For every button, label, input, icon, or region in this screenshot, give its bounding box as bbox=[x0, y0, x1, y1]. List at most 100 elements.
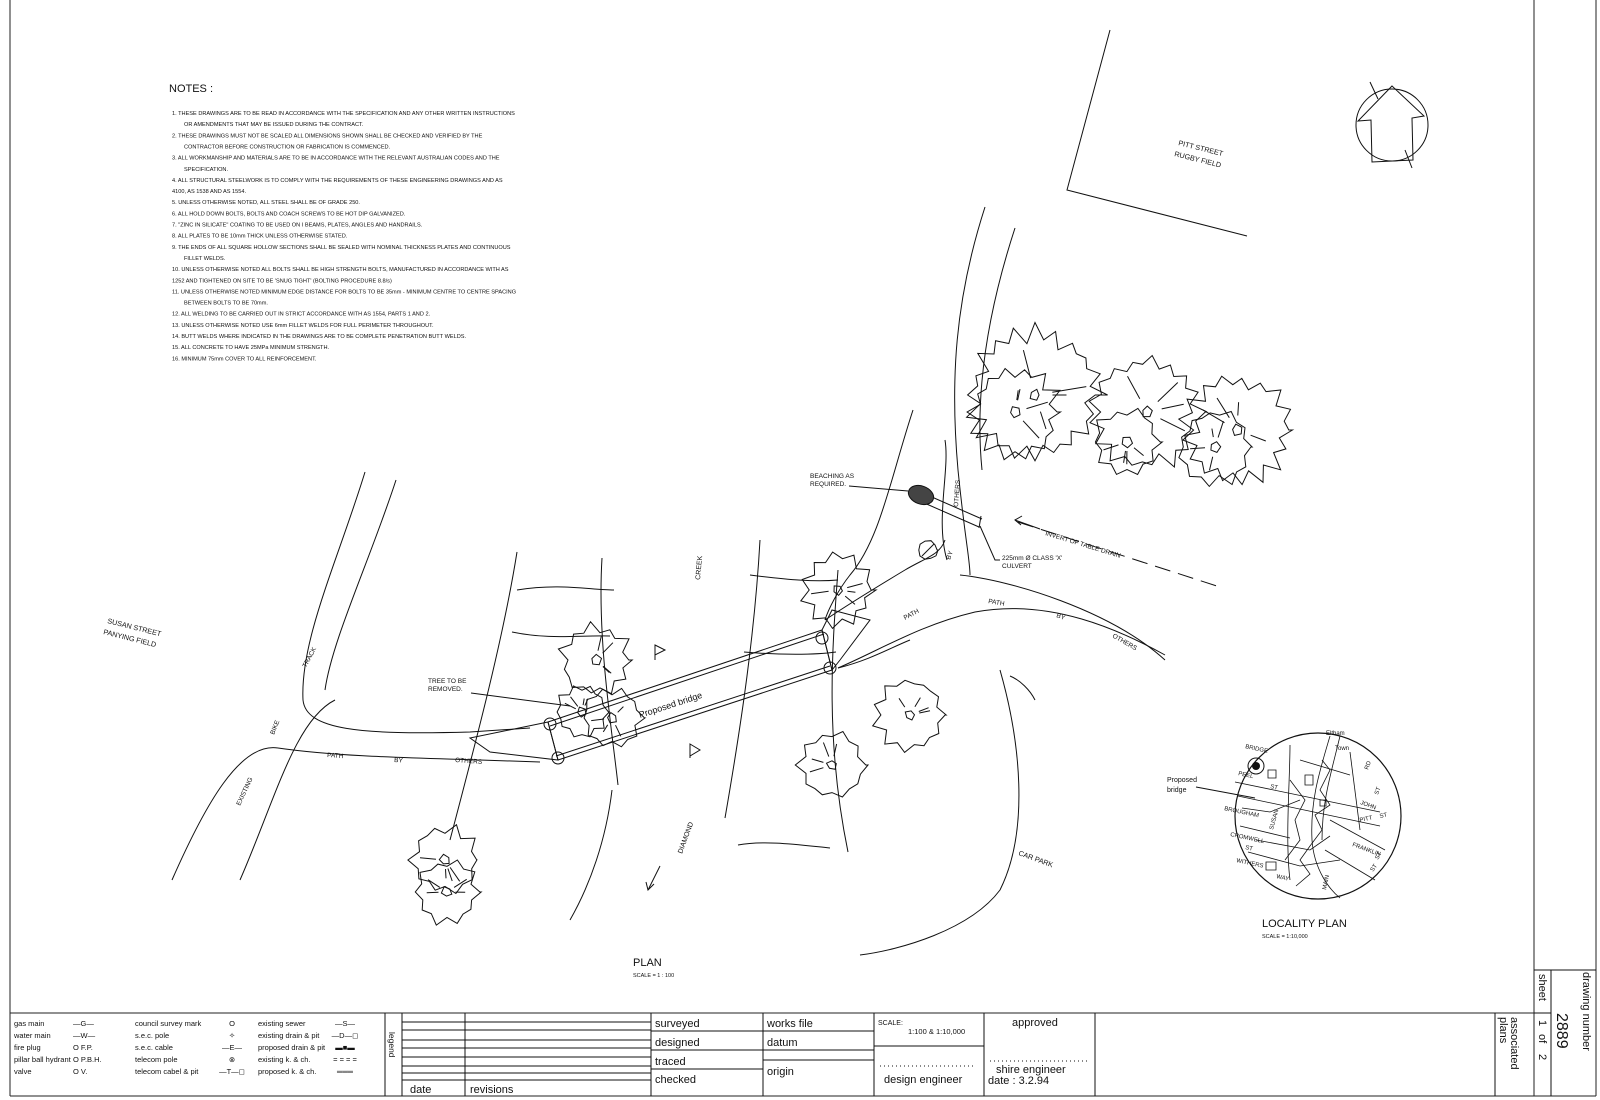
label-proposed-2: bridge bbox=[1167, 787, 1187, 794]
tb-shire-engineer: shire engineer bbox=[996, 1064, 1066, 1076]
tree-canopy bbox=[967, 369, 1060, 460]
tree-branch bbox=[1212, 429, 1213, 438]
tree-canopy bbox=[557, 686, 609, 737]
tree-branch bbox=[834, 744, 837, 756]
tree-branch bbox=[1158, 383, 1178, 402]
tree-canopy bbox=[873, 680, 947, 752]
note-line: 13. UNLESS OTHERWISE NOTED USE 6mm FILLE… bbox=[172, 323, 434, 329]
tree-branch bbox=[847, 584, 862, 588]
label-by-top: BY bbox=[945, 550, 955, 561]
tree-branch bbox=[428, 880, 440, 888]
tree-branch bbox=[810, 768, 824, 772]
tree-canopy bbox=[1089, 356, 1207, 468]
tree-trunk bbox=[592, 654, 602, 664]
tree-branch bbox=[1238, 402, 1239, 415]
beaching-hatch bbox=[906, 482, 937, 508]
note-line: 1252 AND TIGHTENED ON SITE TO BE 'SNUG T… bbox=[172, 278, 392, 284]
legend: legend gas main—G—water main—W—fire plug… bbox=[13, 1013, 402, 1096]
tree-branch bbox=[823, 743, 828, 757]
tree-trunk bbox=[441, 887, 451, 896]
legend-item-label: s.e.c. cable bbox=[135, 1043, 173, 1052]
map-rd: RD bbox=[1364, 760, 1373, 771]
map-st1: ST bbox=[1270, 784, 1279, 792]
notes-block: NOTES : 1. THESE DRAWINGS ARE TO BE READ… bbox=[169, 83, 516, 362]
tree-trunk bbox=[827, 761, 837, 770]
tb-datum: datum bbox=[767, 1037, 798, 1049]
tree-trunk bbox=[608, 713, 617, 723]
note-line: BETWEEN BOLTS TO BE 70mm. bbox=[184, 301, 268, 307]
tree-canopy bbox=[967, 323, 1108, 461]
map-withers: WITHERS bbox=[1236, 858, 1264, 870]
map-st5: ST bbox=[1374, 786, 1382, 796]
tree-trunk bbox=[1211, 442, 1221, 453]
map-st3: ST bbox=[1379, 812, 1388, 820]
tb-approved: approved bbox=[1012, 1017, 1058, 1029]
tree-branch bbox=[603, 667, 610, 673]
legend-item-symbol: ✧ bbox=[229, 1031, 236, 1040]
label-tree-removed-1: TREE TO BE bbox=[428, 678, 467, 685]
legend-item-label: telecom cabel & pit bbox=[135, 1067, 199, 1076]
note-line: SPECIFICATION. bbox=[184, 167, 228, 173]
note-line: 5. UNLESS OTHERWISE NOTED, ALL STEEL SHA… bbox=[172, 200, 360, 206]
legend-item-symbol: —S— bbox=[335, 1019, 356, 1028]
legend-item-symbol: —D—◻ bbox=[332, 1031, 359, 1040]
tree-branch bbox=[565, 703, 576, 709]
label-path-right: PATH bbox=[988, 598, 1006, 608]
label-beaching-2: REQUIRED. bbox=[810, 481, 846, 488]
legend-item-label: proposed drain & pit bbox=[258, 1043, 326, 1052]
tree-canopy bbox=[1095, 408, 1162, 474]
tree-canopy bbox=[919, 541, 938, 560]
tree-branch bbox=[811, 591, 829, 593]
label-tree-removed-2: REMOVED. bbox=[428, 686, 463, 693]
legend-item-label: existing drain & pit bbox=[258, 1031, 320, 1040]
tb-surveyed: surveyed bbox=[655, 1018, 700, 1030]
tree-branch bbox=[618, 707, 624, 713]
tree-branch bbox=[915, 698, 921, 707]
legend-item-symbol: O V. bbox=[73, 1067, 87, 1076]
tree-branch bbox=[1162, 404, 1184, 409]
legend-item-label: telecom pole bbox=[135, 1055, 178, 1064]
label-by-left: BY bbox=[394, 757, 404, 765]
tree-branch bbox=[1017, 390, 1018, 400]
tree-branch bbox=[1160, 419, 1184, 431]
tb-sheet: sheet bbox=[1536, 974, 1548, 1001]
existing-paths-right bbox=[825, 207, 1165, 955]
tree-canopy bbox=[408, 825, 477, 894]
north-arrow-icon bbox=[1356, 82, 1428, 168]
legend-item-symbol: —G— bbox=[73, 1019, 94, 1028]
note-line: 6. ALL HOLD DOWN BOLTS, BOLTS AND COACH … bbox=[172, 211, 406, 217]
label-others-top: OTHERS bbox=[953, 479, 962, 507]
tree-branch bbox=[603, 725, 607, 732]
tree-branch bbox=[1040, 412, 1046, 429]
tree-branch bbox=[583, 699, 584, 706]
signature-dots bbox=[880, 1061, 1090, 1066]
legend-item-label: proposed k. & ch. bbox=[258, 1067, 316, 1076]
tb-sheet-no: 1 bbox=[1536, 1020, 1548, 1026]
tree-branch bbox=[454, 879, 467, 887]
tree-trunk bbox=[1233, 424, 1242, 435]
tree-branch bbox=[616, 725, 621, 736]
tree-branch bbox=[1203, 410, 1225, 423]
section-markers bbox=[655, 645, 700, 758]
plan-scale: SCALE = 1 : 100 bbox=[633, 973, 674, 979]
legend-item-symbol: ⊗ bbox=[229, 1055, 235, 1064]
tree-branch bbox=[571, 697, 578, 707]
map-eltham: Eltham bbox=[1326, 731, 1345, 737]
legend-item-label: pillar ball hydrant bbox=[14, 1055, 72, 1064]
leader-lines bbox=[471, 486, 1255, 798]
tree-branch bbox=[812, 759, 824, 762]
note-line: 10. UNLESS OTHERWISE NOTED ALL BOLTS SHA… bbox=[172, 267, 509, 273]
culvert bbox=[922, 494, 982, 528]
drawing-frame bbox=[10, 0, 1596, 1096]
note-line: OR AMENDMENTS THAT MAY BE ISSUED DURING … bbox=[184, 122, 364, 128]
legend-item-symbol: ═══ bbox=[336, 1067, 354, 1076]
tree-branch bbox=[1052, 387, 1086, 393]
tb-checked: checked bbox=[655, 1074, 696, 1086]
map-bridge: BRIDGE bbox=[1245, 744, 1269, 755]
tree-trunk bbox=[1122, 437, 1132, 447]
tree-branch bbox=[1218, 421, 1223, 437]
note-line: 4. ALL STRUCTURAL STEELWORK IS TO COMPLY… bbox=[172, 178, 503, 184]
tb-plans: plans bbox=[1497, 1017, 1509, 1044]
